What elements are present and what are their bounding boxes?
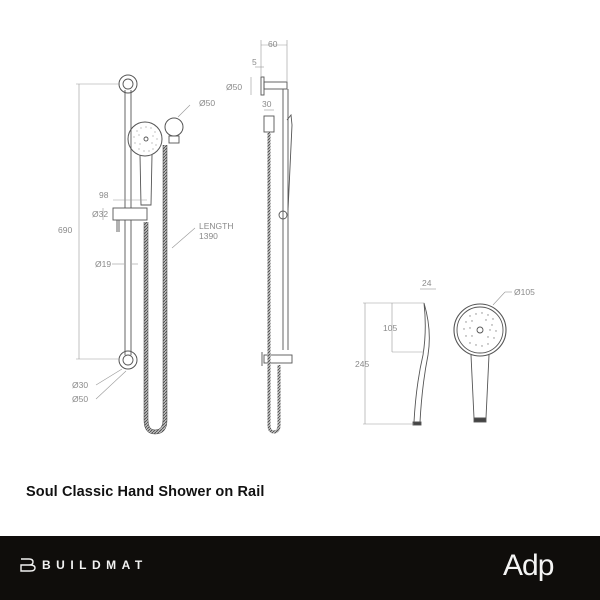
handpiece-spray-dots [463,312,497,347]
side-dimensions [250,40,288,111]
svg-text:LENGTH: LENGTH [199,221,233,231]
buildmat-mark-icon [20,558,36,572]
front-dimensions [76,83,196,400]
side-hose [267,132,281,434]
svg-text:Ø50: Ø50 [226,82,242,92]
svg-text:24: 24 [422,278,432,288]
handpiece-side [412,302,430,426]
svg-text:Ø50: Ø50 [199,98,215,108]
product-title: Soul Classic Hand Shower on Rail [26,484,265,500]
buildmat-wordmark: BUILDMAT [42,558,148,572]
svg-text:60: 60 [268,39,278,49]
buildmat-logo[interactable]: BUILDMAT [20,558,148,572]
svg-text:1390: 1390 [199,231,218,241]
svg-text:Ø32: Ø32 [92,209,108,219]
handpiece-dimensions [363,288,436,425]
footer-bar [0,536,600,600]
svg-text:5: 5 [252,57,257,67]
svg-text:Ø19: Ø19 [95,259,111,269]
svg-text:98: 98 [99,190,109,200]
svg-text:105: 105 [383,323,397,333]
technical-drawing: 690 98 Ø32 Ø19 Ø30 Ø50 Ø50 LENGTH 1390 6… [58,39,535,435]
svg-text:Ø50: Ø50 [72,394,88,404]
front-view [112,74,184,370]
handpiece-front [453,303,507,423]
svg-text:690: 690 [58,225,72,235]
adp-logo[interactable]: Adp [503,549,554,582]
spray-dots [133,126,158,152]
svg-text:30: 30 [262,99,272,109]
svg-text:245: 245 [355,359,369,369]
svg-text:Ø30: Ø30 [72,380,88,390]
front-hose [144,145,167,435]
svg-text:Ø105: Ø105 [514,287,535,297]
side-view [260,76,293,366]
